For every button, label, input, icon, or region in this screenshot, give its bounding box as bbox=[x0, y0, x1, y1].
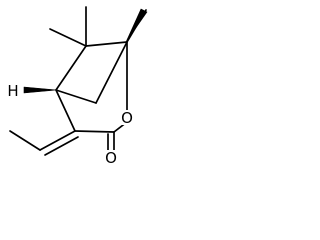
wedge-c1-methyl bbox=[125, 8, 148, 43]
carbonyl-oxygen-background bbox=[104, 150, 118, 166]
molecule-structure: O O H bbox=[7, 6, 148, 167]
bond-c7-methyl-a bbox=[49, 28, 87, 47]
wedge-c5-h bbox=[23, 86, 58, 94]
bond-c4-ethylidene-2 bbox=[44, 136, 79, 156]
bond-ethylidene-methyl bbox=[9, 130, 41, 151]
bond-c7-c5 bbox=[55, 45, 87, 91]
bond-c4-ethylidene-1 bbox=[39, 130, 76, 151]
ring-oxygen-label: O bbox=[121, 109, 133, 127]
stereo-bonds bbox=[23, 8, 148, 94]
hydrogen-label: H bbox=[7, 82, 18, 100]
hydrogen-background bbox=[7, 83, 20, 98]
carbonyl-oxygen-label: O bbox=[105, 149, 117, 167]
ring-oxygen-background bbox=[120, 110, 134, 125]
bonds bbox=[9, 6, 147, 156]
atom-labels: O O H bbox=[7, 82, 134, 167]
bond-c5-c4 bbox=[55, 89, 76, 132]
bond-c4-c3 bbox=[74, 130, 115, 133]
bond-c5-c6 bbox=[55, 89, 97, 104]
bond-c6-c1 bbox=[95, 41, 128, 104]
bond-c1-c7 bbox=[85, 41, 128, 47]
